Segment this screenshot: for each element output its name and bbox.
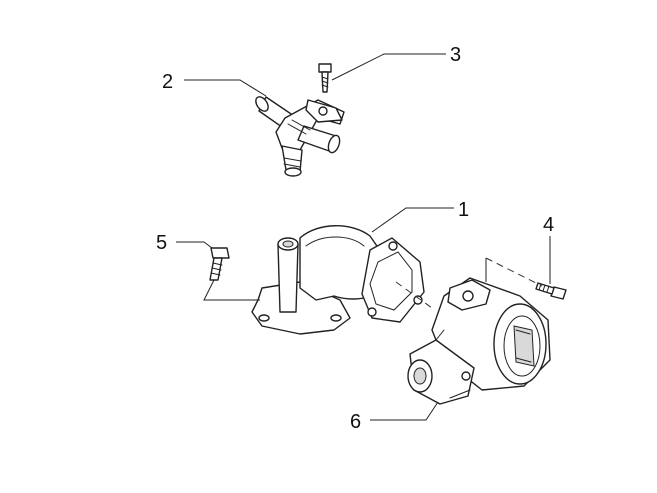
callout-2: 2 (162, 71, 173, 93)
part-3-screw (318, 63, 332, 93)
callout-6: 6 (350, 411, 361, 433)
part-5-bolt (209, 247, 230, 281)
leader-line-6 (370, 401, 439, 421)
leader-line-2 (184, 79, 267, 97)
part-2-pipe-connector (255, 96, 345, 177)
leader-line-5 (176, 241, 260, 301)
leader-line-1 (371, 207, 454, 233)
callout-1: 1 (458, 199, 469, 221)
alignment-line-part-1 (395, 281, 433, 309)
callout-3: 3 (450, 44, 461, 66)
part-4-screw (535, 282, 567, 300)
part-1-outlet-housing (251, 225, 425, 335)
callout-4: 4 (543, 214, 554, 236)
alignment-line-part-4 (485, 257, 543, 287)
part-6-thermostat-housing (407, 277, 551, 405)
leader-line-3 (331, 53, 446, 81)
callout-5: 5 (156, 232, 167, 254)
